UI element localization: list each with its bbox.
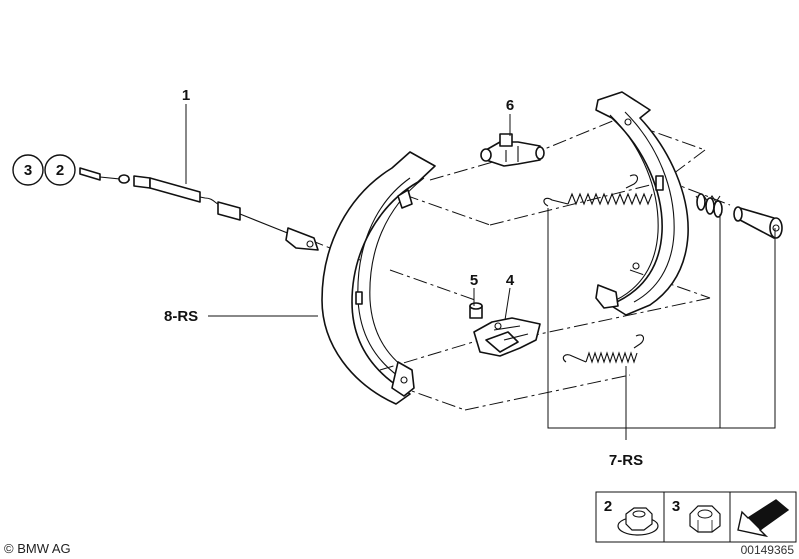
copyright-text: © BMW AG xyxy=(4,541,71,556)
upper-return-spring xyxy=(543,174,653,207)
svg-text:2: 2 xyxy=(56,162,64,179)
label-part-5: 5 xyxy=(470,272,478,289)
left-brake-shoe xyxy=(321,151,436,405)
label-part-7: 7-RS xyxy=(609,452,643,469)
handbrake-cable xyxy=(79,167,319,251)
leader-lines xyxy=(185,104,776,440)
label-part-6: 6 xyxy=(506,97,514,114)
legend-label-2: 2 xyxy=(604,498,612,515)
legend-label-3: 3 xyxy=(672,498,680,515)
direction-arrow-icon xyxy=(737,499,790,538)
hold-down-pin xyxy=(733,206,783,239)
cable-callout-circle-3: 3 xyxy=(12,154,44,186)
lower-return-spring xyxy=(562,334,645,364)
label-part-8: 8-RS xyxy=(164,308,198,325)
parts-legend-box: 2 3 xyxy=(595,491,797,543)
cable-callout-circle-2: 2 xyxy=(44,154,76,186)
svg-text:3: 3 xyxy=(24,162,32,179)
label-part-1: 1 xyxy=(182,87,190,104)
document-number: 00149365 xyxy=(741,543,795,557)
adjuster-part xyxy=(480,133,545,167)
right-brake-shoe xyxy=(595,91,689,316)
hex-nut-icon xyxy=(689,505,721,533)
hold-down-spring xyxy=(695,193,723,218)
flange-nut-icon xyxy=(617,507,659,536)
pin-part xyxy=(469,302,483,319)
lever-part xyxy=(473,317,541,357)
label-part-4: 4 xyxy=(506,272,515,289)
